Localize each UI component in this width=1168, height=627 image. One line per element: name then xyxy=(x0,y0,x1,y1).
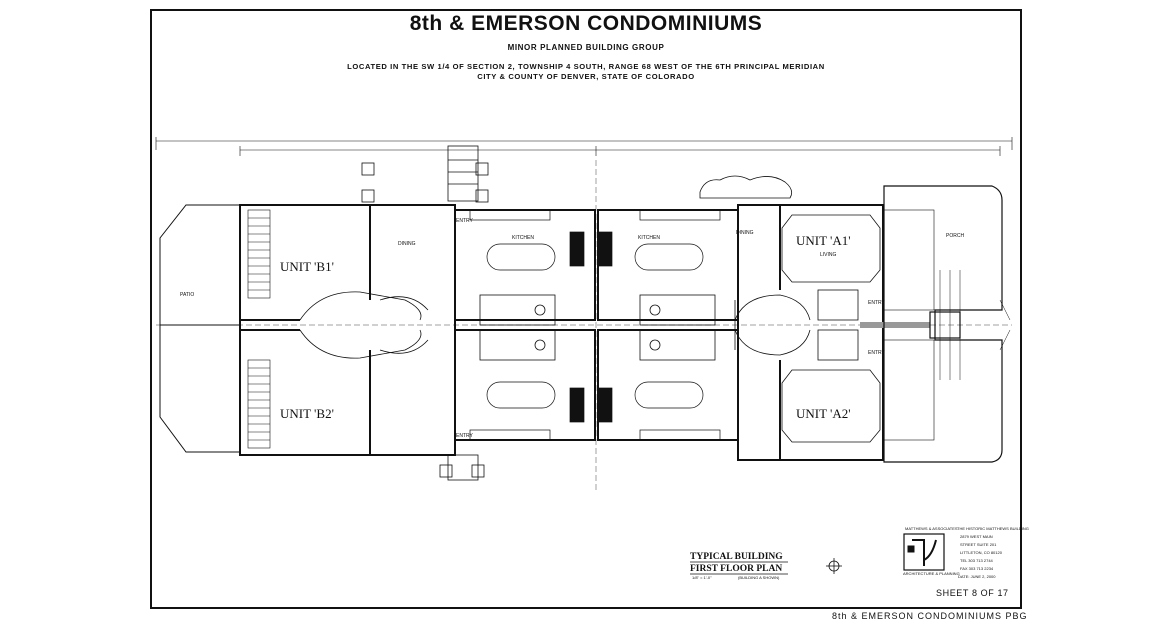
drawing-date: DATE: JUNE 2, 2000 xyxy=(958,574,996,579)
dimension-lines xyxy=(155,137,1013,156)
building-note: (BUILDING A SHOWN) xyxy=(738,575,780,580)
room-label-kitchen-a: KITCHEN xyxy=(638,235,660,241)
location-line-1: LOCATED IN THE SW 1/4 OF SECTION 2, TOWN… xyxy=(347,62,825,71)
room-label-entry-a1: ENTRY xyxy=(868,300,886,306)
room-label-entry-b2: ENTRY xyxy=(456,433,474,439)
bathrooms xyxy=(479,294,716,361)
stairs-b xyxy=(247,209,271,449)
north-arrow-icon xyxy=(826,558,842,574)
spiral-stair-a xyxy=(734,294,811,356)
drawing-title-line-2: FIRST FLOOR PLAN xyxy=(690,564,782,574)
address-city: LITTLETON, CO 80120 xyxy=(960,550,1003,555)
footer-caption: 8th & EMERSON CONDOMINIUMS PBG xyxy=(832,611,1028,621)
page-subtitle: MINOR PLANNED BUILDING GROUP xyxy=(507,43,665,52)
kitchen-a-counters xyxy=(597,209,721,441)
unit-label-b1: UNIT 'B1' xyxy=(280,259,334,274)
room-label-entry-a2: ENTRY xyxy=(868,350,886,356)
page-title: 8th & EMERSON CONDOMINIUMS xyxy=(409,12,763,35)
drawing-sheet: 8th & EMERSON CONDOMINIUMS MINOR PLANNED… xyxy=(150,9,1022,609)
entries-a xyxy=(817,289,930,361)
address-line-2: STREET SUITE 201 xyxy=(960,542,997,547)
room-label-kitchen-b: KITCHEN xyxy=(512,235,534,241)
spiral-stair-b xyxy=(299,291,429,359)
location-line-2: CITY & COUNTY OF DENVER, STATE OF COLORA… xyxy=(477,72,695,81)
room-label-living: LIVING xyxy=(820,252,837,258)
porch xyxy=(883,185,1011,463)
firm-name: MATTHEWS & ASSOCIATES xyxy=(905,526,958,531)
sheet-number: SHEET 8 OF 17 xyxy=(936,588,1009,598)
unit-label-a1: UNIT 'A1' xyxy=(796,233,851,248)
unit-a-bays xyxy=(699,175,881,443)
fax: FAX 303 713 2234 xyxy=(960,566,994,571)
unit-b-walls xyxy=(239,204,456,456)
unit-label-a2: UNIT 'A2' xyxy=(796,406,851,421)
drawing-title-line-1: TYPICAL BUILDING xyxy=(690,552,783,562)
room-label-patio: PATIO xyxy=(180,292,194,298)
kitchen-b-counters xyxy=(469,209,585,441)
telephone: TEL 303 713 2744 xyxy=(960,558,994,563)
patio-wing xyxy=(159,204,241,453)
room-label-entry-b1: ENTRY xyxy=(456,218,474,224)
room-label-dining-a: DINING xyxy=(736,230,754,236)
address-line-1: 2879 WEST MAIN xyxy=(960,534,993,539)
entry-steps xyxy=(361,145,489,481)
room-label-dining-b: DINING xyxy=(398,241,416,247)
building-name: THE HISTORIC MATTHEWS BUILDING xyxy=(957,526,1029,531)
unit-a-walls xyxy=(737,204,884,461)
firm-logo-icon xyxy=(903,533,945,571)
firm-subtitle: ARCHITECTURE & PLANNING xyxy=(903,571,960,576)
room-label-porch: PORCH xyxy=(946,233,964,239)
unit-label-b2: UNIT 'B2' xyxy=(280,406,334,421)
scale-note: 1/8" = 1'-0" xyxy=(692,575,712,580)
